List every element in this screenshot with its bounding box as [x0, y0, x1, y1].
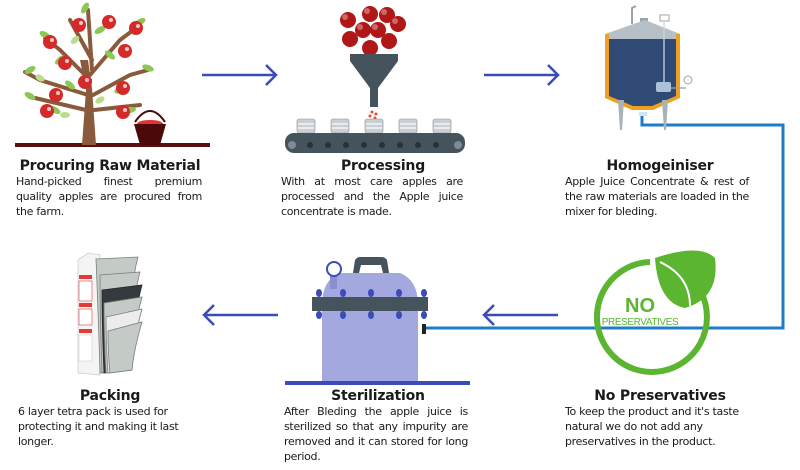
tetra-pack-layers-icon [77, 252, 143, 376]
funnel-conveyor-icon [285, 6, 465, 153]
arrow-left-icon [482, 304, 558, 326]
arrow-right-icon [484, 64, 560, 86]
no-preservatives-badge-icon [593, 250, 716, 375]
step-title: Sterilization [331, 388, 425, 404]
step-description: After Bleding the apple juice is sterili… [284, 405, 468, 463]
apple-tree-icon [15, 2, 210, 147]
step-title: No Preservatives [594, 388, 726, 404]
step-description: Hand-picked finest premium quality apple… [16, 175, 202, 218]
step-title: Homogeiniser [606, 158, 714, 174]
badge-text-preservatives: PRESERVATIVES [601, 317, 679, 328]
step-description: To keep the product and it's taste natur… [565, 405, 739, 448]
step-title: Packing [79, 388, 141, 404]
step-description: 6 layer tetra pack is used for protectin… [18, 405, 179, 448]
step-description: With at most care apples are processed a… [281, 175, 463, 218]
step-title: Procuring Raw Material [19, 158, 201, 174]
sterilizer-icon [285, 257, 470, 385]
arrow-left-icon [202, 304, 278, 326]
arrow-right-icon [202, 64, 278, 86]
step-title: Processing [340, 158, 426, 174]
badge-text-no: NO [625, 295, 655, 317]
mixing-tank-icon [605, 5, 693, 130]
step-description: Apple Juice Concentrate & rest of the ra… [565, 175, 749, 218]
